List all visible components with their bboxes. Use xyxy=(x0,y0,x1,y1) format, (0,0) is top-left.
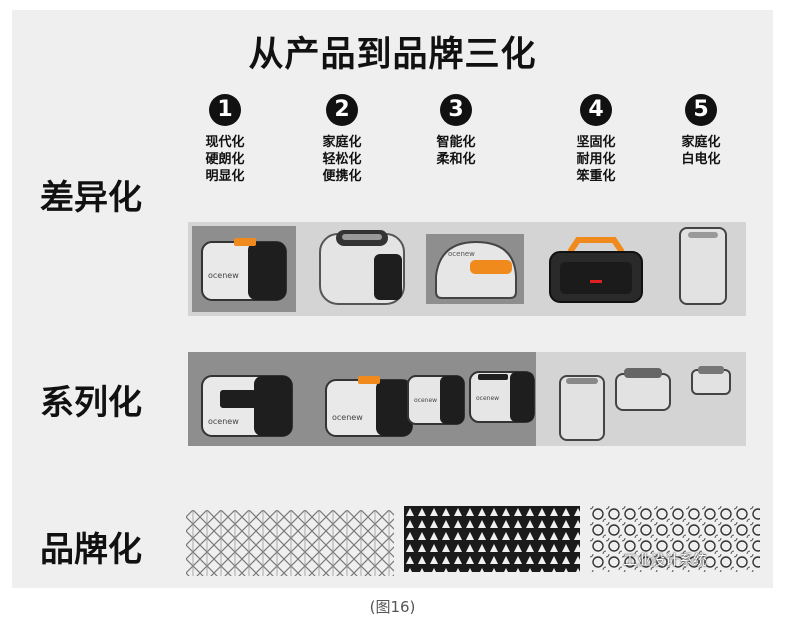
figure-panel: 从产品到品牌三化 1 2 3 4 5 现代化 硬朗化 明显化 家庭化 轻松化 便… xyxy=(12,10,773,588)
feature-line: 耐用化 xyxy=(576,152,616,167)
brand-logo-text: ocenew xyxy=(476,395,499,402)
series-product-4: ocenew xyxy=(469,371,535,423)
series-product-5 xyxy=(559,375,605,441)
brand-logo-text: ocenew xyxy=(208,271,239,280)
product-image-3: ocenew xyxy=(435,240,517,299)
brand-logo-text: ocenew xyxy=(414,397,437,404)
watermark-text: 工业设计系统 xyxy=(623,553,707,569)
series-product-1: ocenew xyxy=(201,375,293,437)
feature-line: 便携化 xyxy=(322,169,362,184)
feature-line: 笨重化 xyxy=(576,169,616,184)
product-image-1: ocenew xyxy=(201,238,287,301)
series-product-7 xyxy=(691,366,731,395)
col2-features: 家庭化 轻松化 便携化 xyxy=(312,134,372,185)
col1-features: 现代化 硬朗化 明显化 xyxy=(195,134,255,185)
series-product-6 xyxy=(615,368,671,411)
product-image-5 xyxy=(679,227,727,305)
col4-features: 坚固化 耐用化 笨重化 xyxy=(566,134,626,185)
feature-line: 轻松化 xyxy=(322,152,362,167)
col5-features: 家庭化 白电化 xyxy=(671,134,731,168)
product-image-4 xyxy=(549,237,643,303)
col2-number: 2 xyxy=(326,94,358,126)
col3-features: 智能化 柔和化 xyxy=(426,134,486,168)
figure-caption: (图16) xyxy=(369,598,416,616)
feature-line: 现代化 xyxy=(205,135,245,150)
feature-line: 柔和化 xyxy=(436,152,476,167)
brand-logo-text: ocenew xyxy=(208,417,239,426)
pattern-rings xyxy=(590,506,760,572)
series-product-3: ocenew xyxy=(407,375,465,425)
figure-title: 从产品到品牌三化 xyxy=(248,35,537,75)
brand-logo-text: ocenew xyxy=(332,413,363,422)
col1-number: 1 xyxy=(209,94,241,126)
feature-line: 坚固化 xyxy=(576,135,616,150)
feature-line: 硬朗化 xyxy=(205,152,245,167)
feature-line: 智能化 xyxy=(436,135,476,150)
series-product-2: ocenew xyxy=(325,376,413,437)
pattern-lattice xyxy=(186,510,394,576)
row-label-series: 系列化 xyxy=(40,383,142,423)
feature-line: 明显化 xyxy=(205,169,245,184)
pattern-triangles xyxy=(404,506,580,572)
feature-line: 家庭化 xyxy=(322,135,362,150)
row-label-brand: 品牌化 xyxy=(40,530,142,570)
product-image-2 xyxy=(319,230,405,305)
col3-number: 3 xyxy=(440,94,472,126)
brand-logo-text: ocenew xyxy=(448,250,475,258)
col4-number: 4 xyxy=(580,94,612,126)
row-label-differentiation: 差异化 xyxy=(40,178,142,218)
feature-line: 家庭化 xyxy=(681,135,721,150)
col5-number: 5 xyxy=(685,94,717,126)
feature-line: 白电化 xyxy=(681,152,721,167)
